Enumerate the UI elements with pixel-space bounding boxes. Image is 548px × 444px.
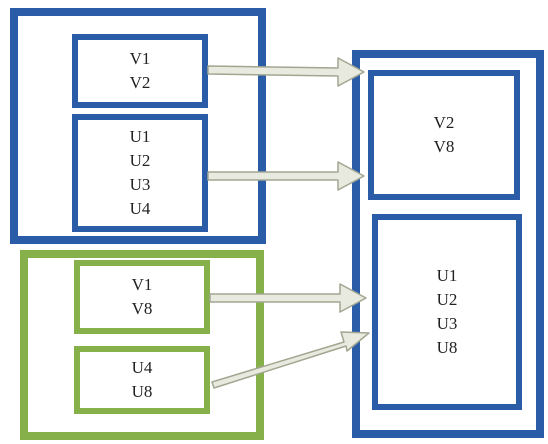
box-label: U2 [129,151,151,170]
box-label: U3 [129,175,151,194]
box-label: V1 [129,49,151,68]
box-label: U4 [131,358,153,377]
box-label: U3 [436,314,458,333]
box-label: U4 [129,199,151,218]
box-label: V1 [131,275,153,294]
blue-box-v: V1 V2 [72,34,208,108]
box-label: V8 [131,299,153,318]
box-label: U1 [129,127,151,146]
green-box-v: V1 V8 [74,260,210,334]
box-label: U2 [436,290,458,309]
box-label: U8 [131,382,153,401]
box-label: U1 [436,266,458,285]
box-label: U8 [436,338,458,357]
right-box-v: V2 V8 [368,70,520,200]
green-box-u: U4 U8 [74,346,210,414]
blue-box-u: U1 U2 U3 U4 [72,114,208,232]
right-box-u: U1 U2 U3 U8 [372,214,522,410]
box-label: V8 [433,137,455,156]
box-label: V2 [433,113,455,132]
box-label: V2 [129,73,151,92]
